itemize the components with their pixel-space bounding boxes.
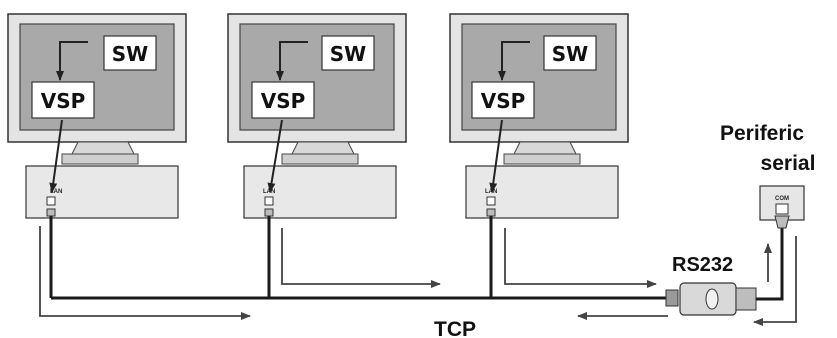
vsp-label-2: VSP	[261, 89, 306, 113]
com-connector	[774, 215, 790, 229]
lan-plug-3	[486, 208, 496, 217]
peripheral-title: Periferic	[720, 122, 804, 145]
monitor-neck-1	[71, 141, 135, 155]
monitor-neck-2	[291, 141, 355, 155]
network-bus	[49, 216, 672, 300]
station-3: SW VSP LAN	[449, 13, 629, 219]
vsp-to-lan-arrow-3	[489, 119, 503, 193]
sw-label-1: SW	[112, 42, 148, 66]
vsp-box-3	[471, 81, 535, 119]
com-to-converter-arrow	[753, 236, 797, 326]
vsp-label-1: VSP	[41, 89, 86, 113]
station-2: SW VSP LAN	[227, 13, 407, 219]
monitor-neck-3	[513, 141, 577, 155]
lan-port-2	[264, 196, 274, 206]
vsp-box-2	[251, 81, 315, 119]
vsp-to-lan-arrow-2	[267, 119, 283, 193]
flow-arrow-2	[281, 228, 441, 288]
lan-port-3	[486, 196, 496, 206]
tcp-label: TCP	[434, 318, 476, 338]
com-port-label: COM	[775, 196, 789, 202]
monitor-base-2	[281, 153, 359, 165]
lan-plug-1	[46, 208, 56, 217]
converter-window	[705, 288, 719, 310]
flow-arrows	[39, 226, 797, 326]
flow-arrow-3	[504, 228, 657, 288]
sw-to-vsp-arrow-3	[498, 41, 530, 81]
peripheral-subtitle: serial	[761, 152, 816, 175]
sw-box-3	[543, 35, 597, 71]
rs232-converter	[665, 228, 784, 316]
lan-port-label-2: LAN	[263, 189, 275, 195]
flow-arrow-1	[39, 226, 251, 320]
sw-label-3: SW	[552, 42, 588, 66]
sw-box-1	[103, 35, 157, 71]
vsp-box-1	[31, 81, 95, 119]
converter-cable	[756, 228, 784, 301]
peripheral-device	[759, 185, 805, 221]
serial-peripheral: COM	[759, 185, 805, 229]
sw-to-vsp-arrow-1	[56, 41, 88, 81]
monitor-base-3	[503, 153, 581, 165]
sw-to-vsp-arrow-2	[276, 41, 308, 81]
vsp-to-lan-arrow-1	[49, 119, 63, 193]
converter-right-plug	[735, 287, 757, 311]
monitor-base-1	[61, 153, 139, 165]
lan-plug-2	[264, 208, 274, 217]
station-1: SW VSP LAN	[7, 13, 187, 219]
sw-box-2	[321, 35, 375, 71]
com-port	[775, 203, 789, 215]
vsp-label-3: VSP	[481, 89, 526, 113]
lan-port-1	[46, 196, 56, 206]
rs232-label: RS232	[672, 254, 733, 276]
sw-label-2: SW	[330, 42, 366, 66]
lan-port-label-3: LAN	[485, 189, 497, 195]
converter-left-plug	[665, 289, 679, 307]
